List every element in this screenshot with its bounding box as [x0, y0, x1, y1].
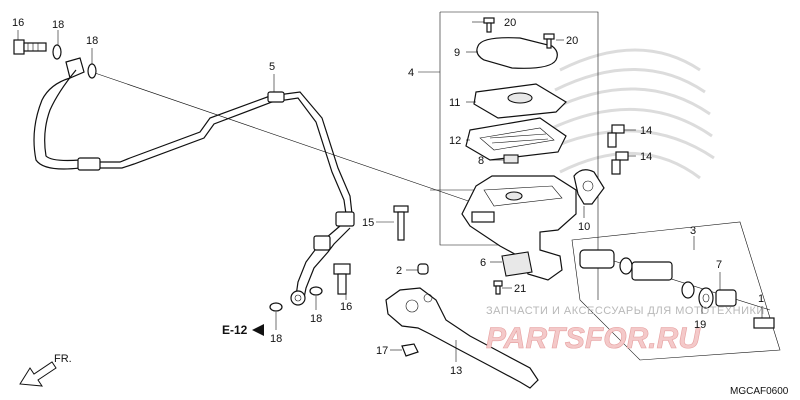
callout-4: 4 — [408, 67, 414, 79]
callout-18: 18 — [310, 313, 322, 325]
callout-7: 7 — [716, 259, 722, 271]
piston-set — [579, 249, 775, 329]
clutch-hose — [33, 57, 355, 306]
callout-5: 5 — [269, 61, 275, 73]
callout-10: 10 — [578, 221, 590, 233]
forward-arrow: FR. — [19, 353, 72, 387]
callout-6: 6 — [480, 257, 486, 269]
callout-11: 11 — [449, 97, 460, 109]
callout-16: 16 — [340, 301, 352, 313]
banjo-bolt-lower — [333, 263, 351, 295]
callout-12: 12 — [449, 135, 461, 147]
callout-14: 14 — [640, 125, 652, 137]
sealing-washer — [87, 63, 97, 79]
screw-pair-top — [483, 17, 555, 49]
collar — [417, 263, 429, 275]
callout-numbers: 16 18 18 5 4 9 11 12 8 20 20 14 14 10 3 … — [12, 17, 764, 377]
callout-19: 19 — [694, 319, 706, 331]
callout-3: 3 — [690, 225, 696, 237]
callout-20: 20 — [566, 35, 578, 47]
diaphragm — [465, 117, 567, 161]
cap-plate — [473, 83, 567, 119]
pivot-bolt — [393, 205, 409, 241]
callout-15: 15 — [362, 217, 374, 229]
callout-2: 2 — [396, 265, 402, 277]
callout-16: 16 — [12, 17, 24, 29]
screw-21 — [493, 280, 503, 295]
reference-label: E-12 — [222, 323, 248, 337]
float — [503, 154, 519, 164]
holder — [573, 169, 605, 205]
reference-arrow: E-12 — [222, 323, 264, 337]
callout-13: 13 — [450, 365, 462, 377]
callout-18: 18 — [52, 19, 64, 31]
sealing-washer — [309, 286, 323, 296]
master-cylinder-body — [461, 175, 577, 281]
nut — [401, 343, 419, 357]
callout-17: 17 — [376, 345, 388, 357]
callout-20: 20 — [504, 17, 516, 29]
sealing-washer — [52, 44, 62, 60]
banjo-bolt — [13, 39, 47, 55]
forward-label: FR. — [54, 353, 72, 365]
watermark-wing — [545, 48, 715, 180]
callout-18: 18 — [86, 35, 98, 47]
watermark-text: ЗАПЧАСТИ И АКСЕССУАРЫ ДЛЯ МОТОТЕХНИКИ — [486, 305, 765, 317]
reservoir-cap — [476, 37, 558, 69]
callout-1: 1 — [758, 293, 764, 305]
clutch-lever — [385, 287, 539, 389]
callout-leaders — [17, 21, 763, 362]
switch — [501, 251, 533, 277]
callout-14: 14 — [640, 151, 652, 163]
callout-8: 8 — [478, 155, 484, 167]
callout-9: 9 — [454, 47, 460, 59]
watermark-logo: PARTSFOR.RU — [486, 322, 701, 355]
callout-18: 18 — [270, 333, 282, 345]
callout-21: 21 — [514, 283, 526, 295]
diagram-code: MGCAF0600 — [730, 386, 789, 397]
sealing-washer — [269, 302, 283, 312]
